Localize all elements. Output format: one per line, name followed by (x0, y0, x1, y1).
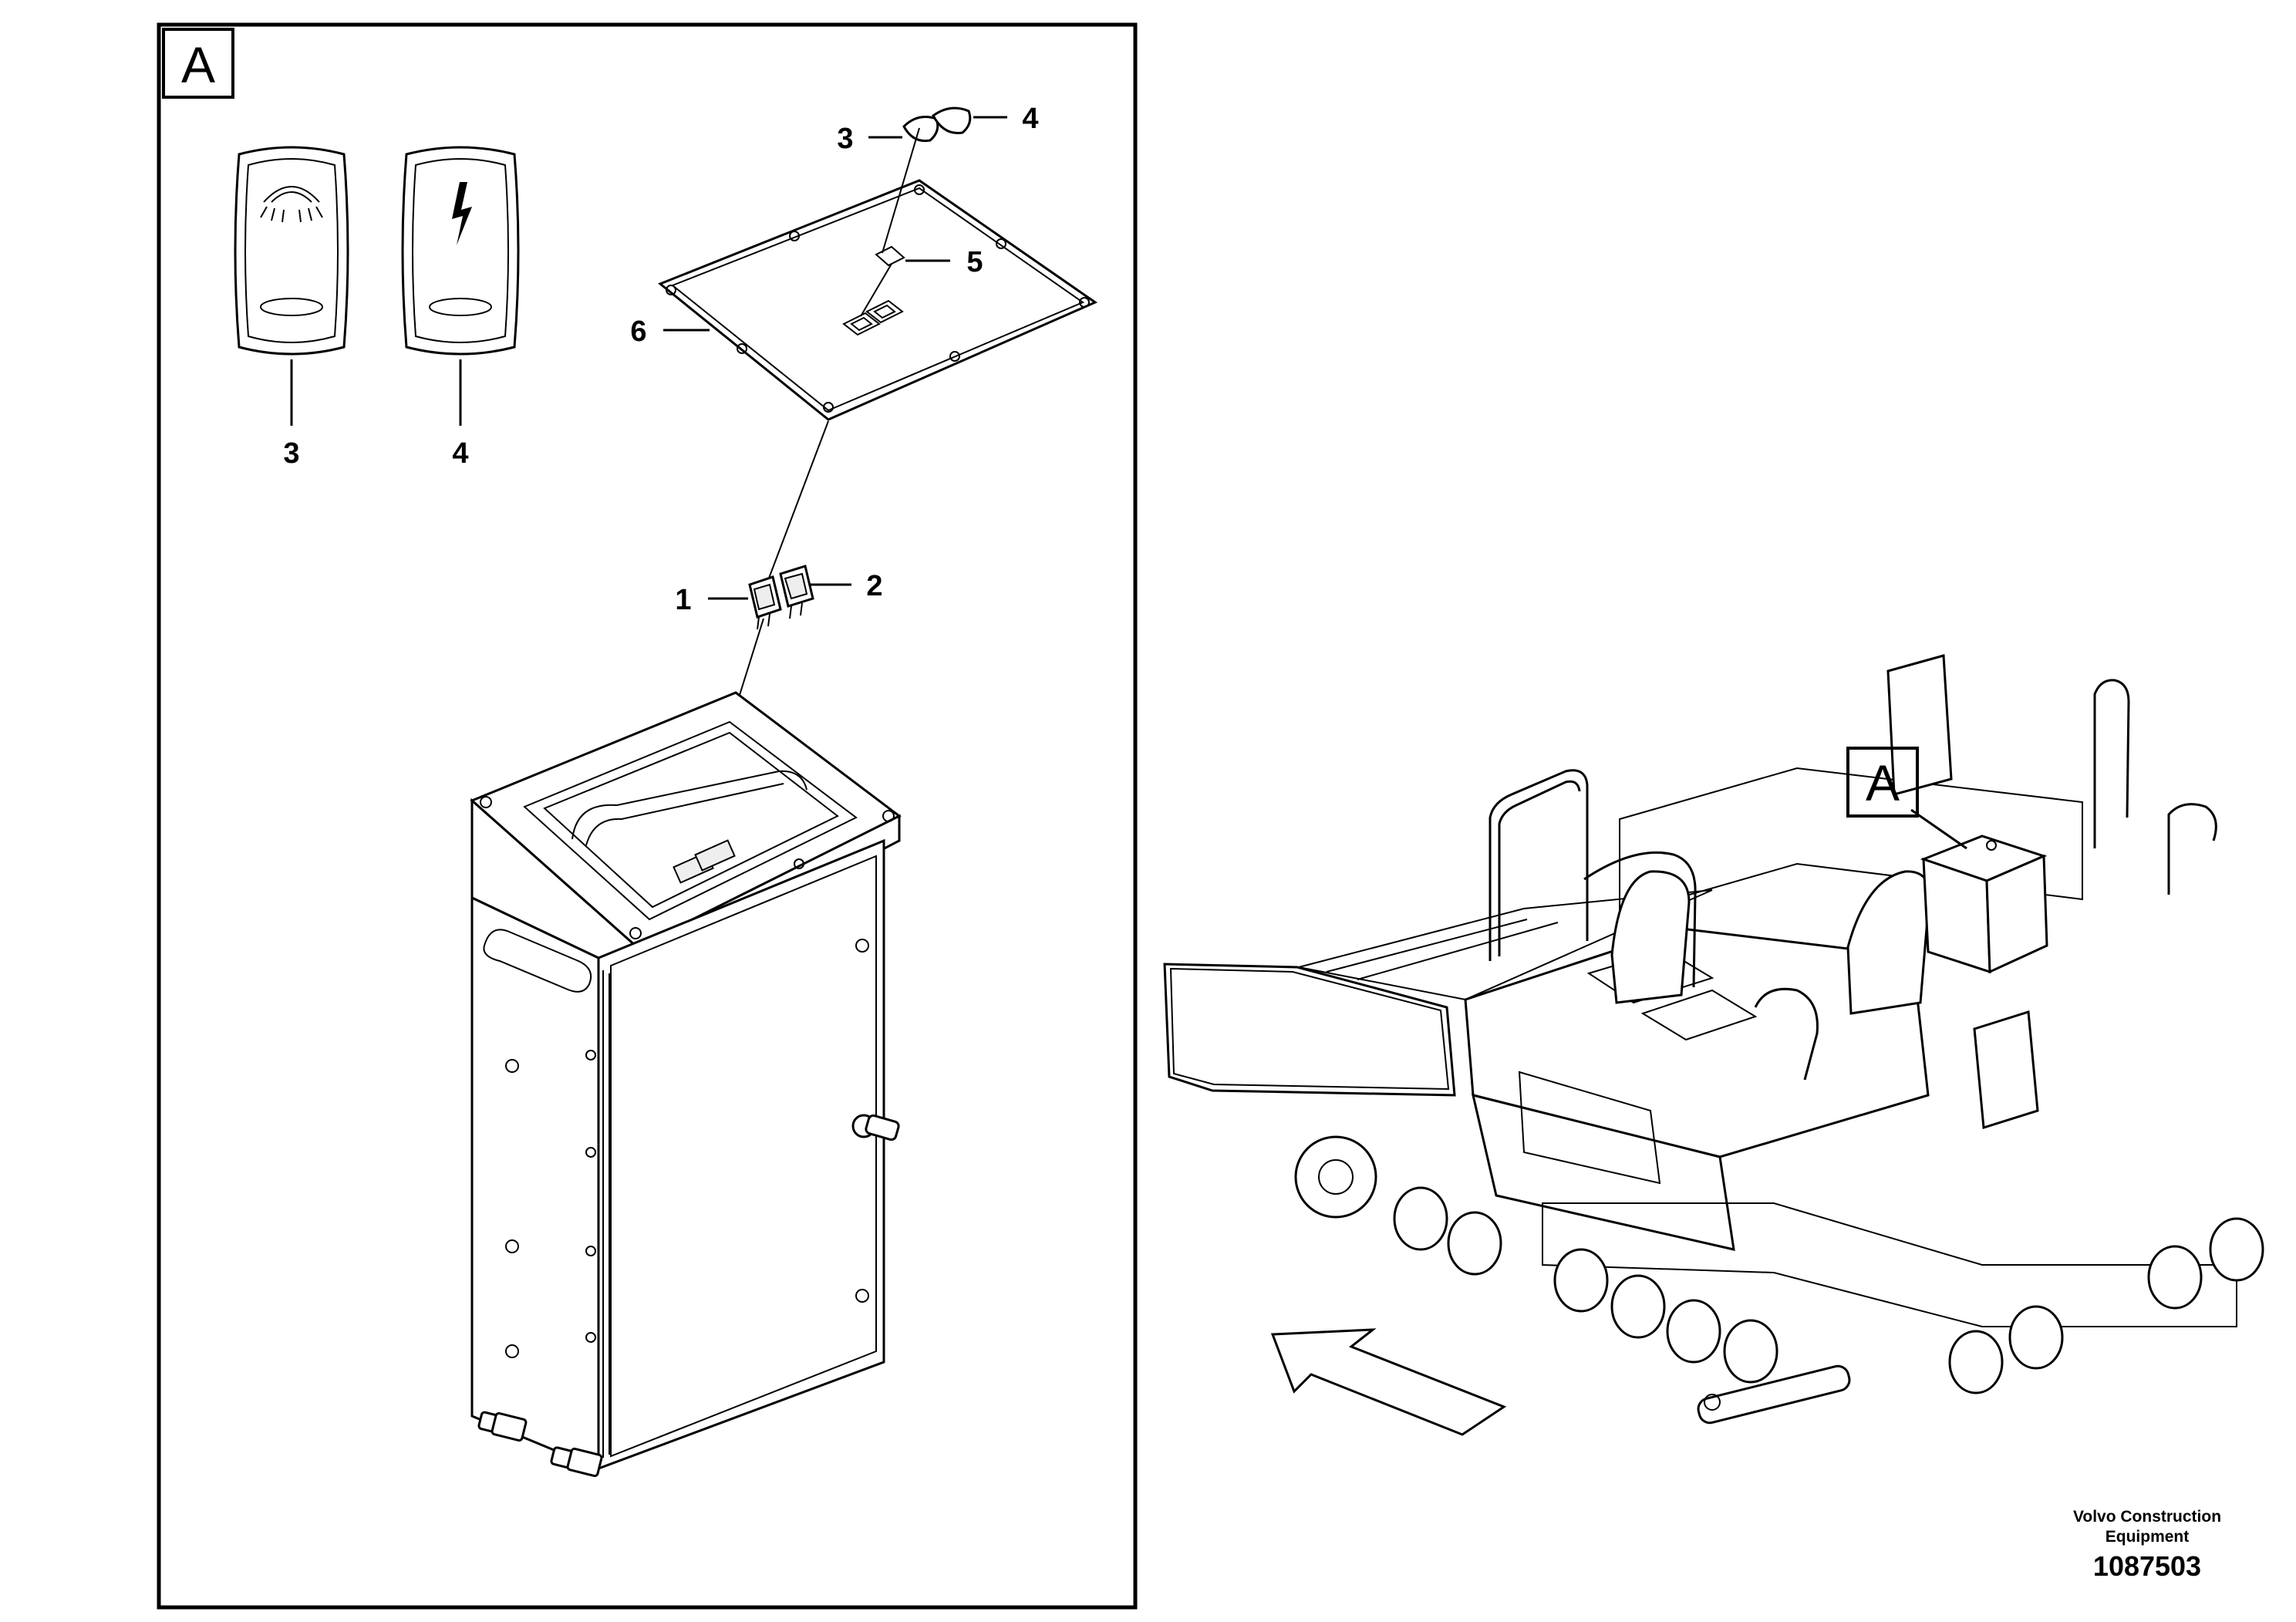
drawing-footer: Volvo Construction Equipment 1087503 (2066, 1507, 2228, 1583)
travel-direction-arrow (1270, 1328, 1507, 1436)
machine-label-box (1846, 747, 1919, 818)
callout-4-top: 4 (1022, 103, 1038, 135)
auger-spirals (1393, 1186, 2264, 1394)
work-light-icon (260, 186, 323, 223)
machine-label-leader (1910, 808, 1967, 850)
rocker-switches (748, 565, 814, 630)
detail-label: A (181, 36, 215, 93)
machine-label: A (1866, 754, 1900, 811)
callout-2: 2 (866, 570, 882, 602)
switch-cap-4 (401, 146, 520, 356)
control-box (470, 691, 902, 1478)
drawing-number: 1087503 (2092, 1550, 2202, 1582)
detail-frame (157, 22, 1138, 1610)
callout-3-top: 3 (837, 123, 853, 155)
lightning-icon (452, 182, 472, 245)
callout-1: 1 (675, 584, 691, 616)
cover-plate (658, 179, 1098, 421)
switch-cap-3 (234, 146, 349, 356)
small-switch-caps (902, 106, 972, 143)
asphalt-paver-overview (1163, 654, 2264, 1425)
callout-3-left: 3 (283, 437, 299, 470)
detail-label-box (162, 28, 234, 99)
callout-4-left: 4 (452, 437, 468, 470)
callout-5: 5 (966, 246, 983, 278)
brand-name: Volvo Construction Equipment (2072, 1508, 2222, 1546)
callout-6: 6 (630, 315, 646, 348)
